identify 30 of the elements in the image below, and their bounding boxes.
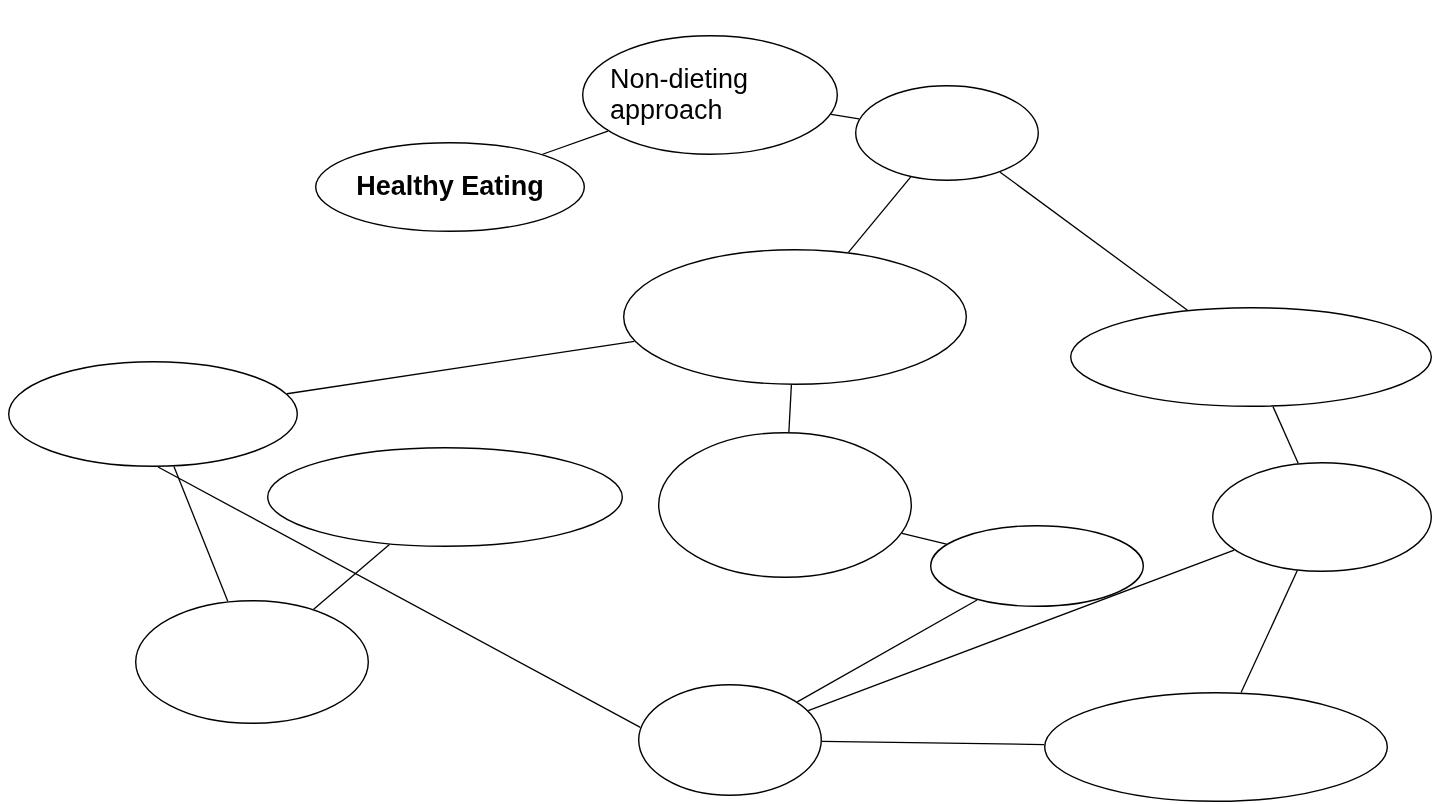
connector-line — [901, 532, 948, 545]
connector-line — [286, 340, 635, 395]
oval-node — [1044, 692, 1388, 802]
oval-node — [855, 85, 1039, 181]
oval-node — [8, 361, 298, 467]
connector-line — [830, 113, 860, 120]
oval-node — [1070, 307, 1432, 407]
oval-node — [582, 35, 838, 155]
node-label: Healthy Eating — [356, 171, 544, 203]
oval-node — [315, 142, 585, 232]
connector-line — [541, 130, 609, 155]
oval-node — [638, 684, 822, 796]
connector-line — [821, 740, 1045, 746]
oval-node — [658, 432, 912, 578]
connector-line — [1272, 406, 1299, 464]
connector-line — [999, 171, 1189, 311]
node-label: Non-dieting approach — [610, 63, 750, 127]
connector-line — [1240, 569, 1298, 694]
connector-line — [788, 384, 793, 433]
connector-line — [807, 549, 1235, 712]
oval-node — [623, 249, 967, 385]
oval-node — [135, 600, 369, 724]
connector-line — [313, 543, 391, 610]
connector-line — [796, 599, 978, 703]
connector-line — [157, 466, 641, 729]
oval-node — [267, 447, 623, 547]
oval-node — [930, 525, 1144, 607]
oval-node — [1212, 462, 1432, 572]
connector-line — [847, 176, 912, 253]
connector-line — [173, 465, 229, 602]
